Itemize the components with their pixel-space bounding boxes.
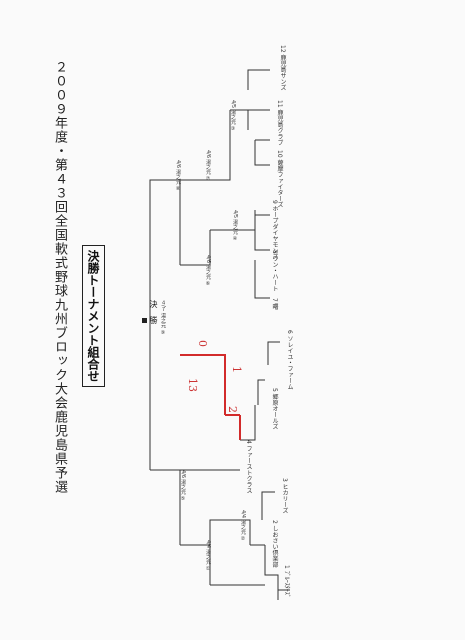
team-4: 4 ファーストクラス (245, 440, 252, 494)
annotation-score-13: 13 (186, 378, 199, 392)
team-6: 6 ソレイユ・ファーム (286, 330, 293, 390)
final-marker (142, 318, 147, 323)
team-10: 10 薩摩ファイターズ (276, 150, 283, 208)
team-11: 11 鹿児島クラブ (276, 100, 283, 146)
document-title: ２００９年度・第４３回全国軟式野球九州ブロック大会鹿児島県予選 (52, 60, 67, 494)
match-info-m3: 4/5 湯之元 ③ (230, 100, 236, 133)
team-7: 7 曙 (271, 298, 278, 310)
team-5: 5 郷原オールズ (271, 388, 278, 430)
match-info-m8: 4/6 湯之元 ⑧ (175, 160, 181, 193)
final-label: 決 勝 (149, 300, 158, 324)
team-8: 8 ワン・ハート (271, 250, 278, 292)
team-3: 3 ヒカリーズ (281, 478, 288, 514)
document-subtitle: 決勝トーナメント組合せ (82, 245, 105, 387)
team-2: 2 しおさい倶楽部 (271, 520, 278, 568)
team-1: 1 ﾌﾞﾙｰｽﾀｰｽﾞ (283, 565, 290, 598)
team-12: 12 鹿児島サンズ (279, 45, 286, 91)
match-info-m6: 4/6 湯之元 ⑥ (205, 255, 211, 288)
match-info-m1: 4/4 湯之元 ① (205, 540, 211, 573)
match-info-m4: 4/5 湯之元 ④ (232, 210, 238, 243)
team-9: 9 ホープダイヤモンズ (271, 200, 278, 260)
annotation-score-2: 2 (226, 406, 239, 413)
annotation-score-1: 1 (230, 366, 243, 373)
match-info-m5: 4/6 湯之元 ⑤ (180, 470, 186, 503)
match-info-m7: 4/6 湯之元 ⑦ (205, 150, 211, 183)
annotation-score-0: 0 (196, 340, 209, 347)
final-info: ４/７ 湯之元 ⑨ (160, 300, 166, 336)
match-info-m2: 4/4 湯之元 ② (240, 510, 246, 543)
